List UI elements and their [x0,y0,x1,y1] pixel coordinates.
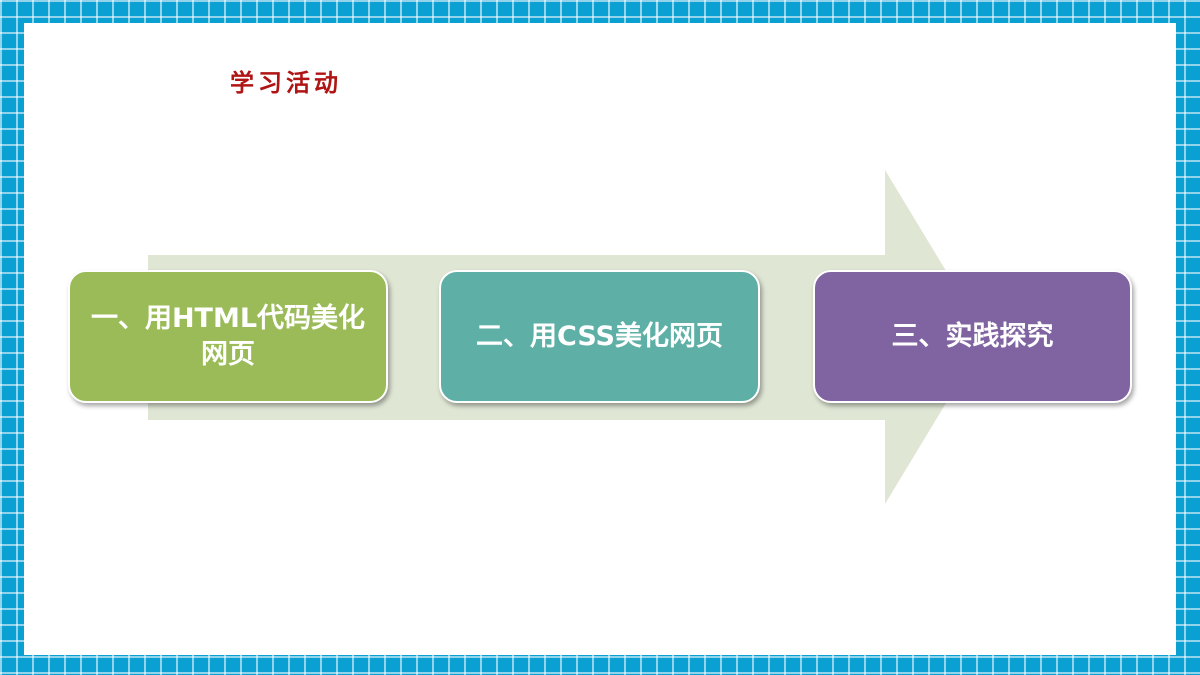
step-label-2: 二、用CSS美化网页 [476,320,723,352]
slide-title: 学习活动 [230,68,342,97]
step-box-2: 二、用CSS美化网页 [439,270,760,403]
slide-canvas: 学习活动 一、用HTML代码美化网页 二、用CSS美化网页 三、实践探究 [24,23,1176,655]
step-box-3: 三、实践探究 [813,270,1132,403]
step-label-1: 一、用HTML代码美化网页 [90,302,366,370]
step-label-3: 三、实践探究 [891,320,1054,352]
step-box-1: 一、用HTML代码美化网页 [68,270,388,403]
